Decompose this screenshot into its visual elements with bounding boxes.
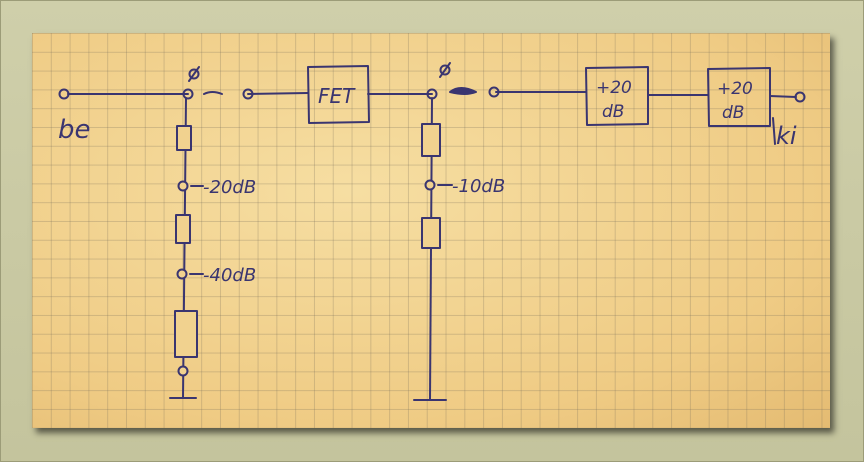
amp1-label-top: +20 bbox=[596, 78, 632, 98]
left-resistor-2 bbox=[175, 214, 191, 244]
switch1-pivot bbox=[182, 88, 194, 100]
amp2-box bbox=[707, 67, 771, 127]
right-tap-minus10 bbox=[424, 179, 436, 191]
amp2-label-bottom: dB bbox=[722, 103, 744, 123]
output-terminal bbox=[794, 91, 806, 103]
wire-amp2-output bbox=[769, 95, 797, 98]
amp1-label-bottom: dB bbox=[602, 102, 624, 122]
switch1-blade bbox=[203, 91, 223, 95]
switch2-mark bbox=[439, 64, 451, 76]
switch1-contact bbox=[242, 88, 254, 100]
left-resistor-1 bbox=[176, 125, 192, 151]
left-tap-minus40 bbox=[176, 268, 188, 280]
output-label: ki bbox=[776, 122, 797, 150]
amp1-box bbox=[585, 66, 649, 126]
left-bottom-node bbox=[177, 365, 189, 377]
amp2-label-top: +20 bbox=[717, 79, 753, 99]
switch2-blade bbox=[449, 87, 477, 95]
wire-switch1-fet bbox=[247, 92, 309, 95]
tap-label-minus10: -10dB bbox=[452, 176, 505, 197]
left-resistor-3 bbox=[174, 310, 198, 358]
input-terminal bbox=[58, 88, 70, 100]
right-resistor-2 bbox=[421, 217, 441, 249]
switch1-mark bbox=[188, 68, 200, 80]
right-resistor-1 bbox=[421, 123, 441, 157]
switch2-contact bbox=[488, 86, 500, 98]
tap-label-minus40: -40dB bbox=[203, 265, 256, 286]
left-tap-minus20 bbox=[177, 180, 189, 192]
tap-label-minus20: -20dB bbox=[203, 177, 256, 198]
fet-label: FET bbox=[318, 84, 356, 108]
fet-box bbox=[307, 65, 370, 124]
input-label: be bbox=[58, 115, 91, 145]
